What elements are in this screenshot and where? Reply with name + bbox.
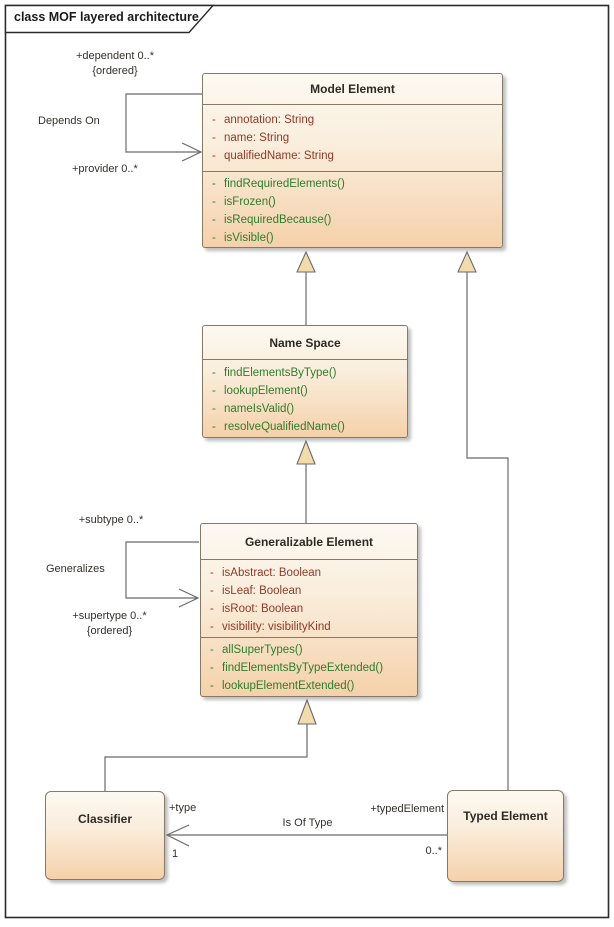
member-text: isFrozen() bbox=[224, 196, 276, 208]
member-text: name: String bbox=[224, 132, 290, 144]
member-text: lookupElementExtended() bbox=[222, 680, 355, 692]
operations-compartment: -findRequiredElements()-isFrozen()-isReq… bbox=[203, 171, 502, 247]
attributes-compartment: -annotation: String-name: String-qualifi… bbox=[203, 104, 502, 171]
member-row: -resolveQualifiedName() bbox=[203, 418, 407, 436]
association-name-generalizes: Generalizes bbox=[46, 563, 105, 575]
operations-compartment: -findElementsByType()-lookupElement()-na… bbox=[203, 359, 407, 437]
visibility-marker: - bbox=[212, 196, 216, 208]
frame-tab bbox=[4, 4, 215, 34]
visibility-marker: - bbox=[212, 114, 216, 126]
visibility-marker: - bbox=[210, 603, 214, 615]
member-text: lookupElement() bbox=[224, 385, 308, 397]
visibility-marker: - bbox=[212, 385, 216, 397]
class-classifier[interactable]: Classifier bbox=[45, 791, 165, 880]
member-row: -qualifiedName: String bbox=[203, 147, 502, 165]
member-text: resolveQualifiedName() bbox=[224, 421, 345, 433]
class-name: Typed Element bbox=[463, 809, 548, 823]
member-text: findElementsByType() bbox=[224, 367, 337, 379]
member-text: isRequiredBecause() bbox=[224, 214, 332, 226]
is-of-type-open-arrow bbox=[165, 824, 190, 847]
member-text: allSuperTypes() bbox=[222, 644, 303, 656]
member-row: -findElementsByType() bbox=[203, 364, 407, 382]
visibility-marker: - bbox=[212, 367, 216, 379]
constraint-label-ordered: {ordered} bbox=[86, 625, 133, 637]
member-row: -annotation: String bbox=[203, 111, 502, 129]
member-text: nameIsValid() bbox=[224, 403, 295, 415]
member-row: -visibility: visibilityKind bbox=[201, 618, 417, 636]
generalizes-open-arrow bbox=[178, 588, 200, 608]
visibility-marker: - bbox=[210, 621, 214, 633]
attributes-compartment: -isAbstract: Boolean-isLeaf: Boolean-isR… bbox=[201, 559, 417, 637]
visibility-marker: - bbox=[212, 232, 216, 244]
depends-on-connector[interactable] bbox=[125, 93, 202, 153]
association-name-is-of-type: Is Of Type bbox=[282, 817, 333, 829]
member-text: findRequiredElements() bbox=[224, 178, 345, 190]
typed-element-generalization-line[interactable] bbox=[466, 272, 509, 790]
class-generalizable-element[interactable]: Generalizable Element -isAbstract: Boole… bbox=[200, 523, 418, 697]
role-label-typed-element: +typedElement bbox=[370, 803, 444, 815]
depends-on-open-arrow bbox=[181, 142, 203, 162]
role-label-dependent: +dependent 0..* bbox=[76, 50, 154, 62]
member-text: isLeaf: Boolean bbox=[222, 585, 302, 597]
association-name-depends-on: Depends On bbox=[38, 115, 100, 127]
member-row: -isAbstract: Boolean bbox=[201, 564, 417, 582]
member-row: -isRequiredBecause() bbox=[203, 211, 502, 229]
multiplicity-label-0-star: 0..* bbox=[425, 845, 442, 857]
member-row: -isFrozen() bbox=[203, 193, 502, 211]
class-model-element[interactable]: Model Element -annotation: String-name: … bbox=[202, 73, 503, 248]
class-name: Generalizable Element bbox=[244, 534, 374, 549]
member-row: -allSuperTypes() bbox=[201, 641, 417, 659]
class-name-space[interactable]: Name Space -findElementsByType()-lookupE… bbox=[202, 325, 408, 438]
member-text: qualifiedName: String bbox=[224, 150, 334, 162]
classifier-generalization-line[interactable] bbox=[104, 724, 308, 791]
visibility-marker: - bbox=[210, 567, 214, 579]
visibility-marker: - bbox=[212, 403, 216, 415]
visibility-marker: - bbox=[210, 585, 214, 597]
member-row: -findElementsByTypeExtended() bbox=[201, 659, 417, 677]
role-label-supertype: +supertype 0..* bbox=[72, 610, 147, 622]
member-text: findElementsByTypeExtended() bbox=[222, 662, 384, 674]
member-text: visibility: visibilityKind bbox=[222, 621, 331, 633]
member-row: -name: String bbox=[203, 129, 502, 147]
visibility-marker: - bbox=[210, 644, 214, 656]
member-row: -lookupElementExtended() bbox=[201, 677, 417, 695]
visibility-marker: - bbox=[210, 662, 214, 674]
member-text: isVisible() bbox=[224, 232, 274, 244]
frame-border bbox=[4, 4, 610, 919]
generalizes-connector[interactable] bbox=[125, 541, 199, 599]
operations-compartment: -allSuperTypes()-findElementsByTypeExten… bbox=[201, 637, 417, 696]
namespace-generalization-triangle bbox=[296, 250, 316, 273]
visibility-marker: - bbox=[212, 178, 216, 190]
member-text: annotation: String bbox=[224, 114, 315, 126]
member-row: -nameIsValid() bbox=[203, 400, 407, 418]
typed-element-generalization-triangle bbox=[457, 250, 477, 273]
classifier-generalization-triangle bbox=[297, 698, 317, 725]
member-text: isAbstract: Boolean bbox=[222, 567, 322, 579]
generalizable-generalization-triangle bbox=[296, 439, 316, 465]
class-typed-element[interactable]: Typed Element bbox=[447, 790, 564, 882]
visibility-marker: - bbox=[212, 150, 216, 162]
multiplicity-label-1: 1 bbox=[172, 848, 179, 860]
role-label-subtype: +subtype 0..* bbox=[78, 514, 144, 526]
member-row: -isLeaf: Boolean bbox=[201, 582, 417, 600]
member-row: -isVisible() bbox=[203, 229, 502, 247]
member-row: -findRequiredElements() bbox=[203, 175, 502, 193]
member-row: -lookupElement() bbox=[203, 382, 407, 400]
class-name: Classifier bbox=[77, 812, 133, 826]
constraint-label-ordered: {ordered} bbox=[92, 65, 138, 77]
role-label-type: +type bbox=[169, 802, 197, 814]
visibility-marker: - bbox=[212, 214, 216, 226]
member-row: -isRoot: Boolean bbox=[201, 600, 417, 618]
visibility-marker: - bbox=[210, 680, 214, 692]
visibility-marker: - bbox=[212, 132, 216, 144]
class-name: Model Element bbox=[310, 82, 395, 96]
class-name: Name Space bbox=[269, 335, 341, 350]
visibility-marker: - bbox=[212, 421, 216, 433]
role-label-provider: +provider 0..* bbox=[72, 163, 138, 175]
diagram-title: class MOF layered architecture bbox=[14, 10, 199, 24]
member-text: isRoot: Boolean bbox=[222, 603, 304, 615]
